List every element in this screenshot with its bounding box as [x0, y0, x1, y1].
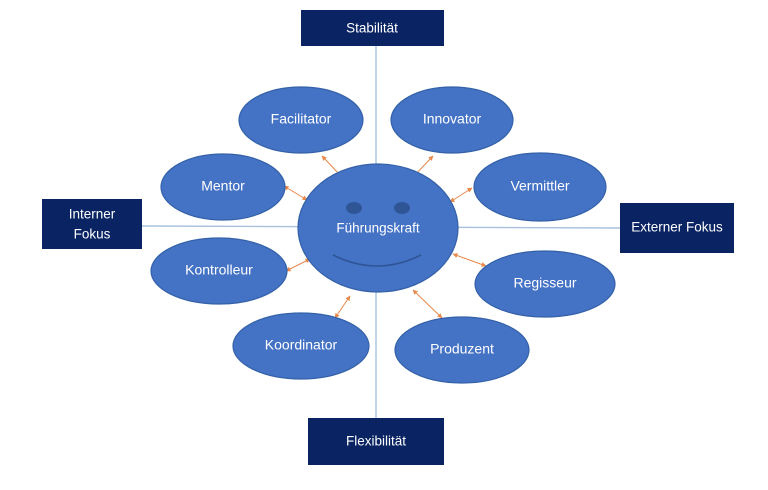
axis-left-label-line2: Fokus	[74, 227, 111, 242]
role-kontrolleur: Kontrolleur	[150, 237, 288, 305]
axis-left-label-line1: Interner	[69, 207, 116, 222]
left-eye-icon	[346, 202, 362, 214]
role-innovator: Innovator	[390, 86, 514, 154]
role-koordinator: Koordinator	[232, 312, 370, 380]
arrow-produzent	[412, 289, 443, 319]
axis-box-left: Interner Fokus	[42, 199, 142, 249]
role-vermittler-label: Vermittler	[510, 178, 569, 194]
axis-box-top: Stabilität	[301, 10, 444, 46]
center-label: Führungskraft	[336, 221, 420, 236]
axis-box-bottom: Flexibilität	[308, 418, 444, 465]
role-produzent: Produzent	[394, 316, 530, 384]
arrow-regisseur	[452, 253, 487, 267]
role-innovator-label: Innovator	[423, 111, 482, 127]
role-mentor: Mentor	[160, 153, 286, 221]
role-kontrolleur-label: Kontrolleur	[185, 262, 253, 278]
role-mentor-label: Mentor	[201, 178, 245, 194]
axis-box-right: Externer Fokus	[620, 203, 734, 253]
arrow-mentor	[283, 185, 308, 201]
axis-bottom-label: Flexibilität	[346, 434, 406, 449]
axis-top-label: Stabilität	[346, 21, 398, 36]
center-fuehrungskraft: Führungskraft	[297, 163, 459, 293]
smile-icon	[332, 254, 422, 267]
role-vermittler: Vermittler	[473, 152, 607, 222]
arrow-kontrolleur	[285, 258, 311, 272]
role-regisseur-label: Regisseur	[513, 275, 576, 291]
role-produzent-label: Produzent	[430, 341, 494, 357]
role-regisseur: Regisseur	[474, 250, 616, 318]
role-koordinator-label: Koordinator	[265, 337, 338, 353]
role-facilitator: Facilitator	[238, 86, 364, 154]
arrow-koordinator	[334, 295, 351, 319]
right-eye-icon	[394, 202, 410, 214]
axis-right-label: Externer Fokus	[631, 220, 723, 235]
role-facilitator-label: Facilitator	[271, 111, 332, 127]
arrow-vermittler	[449, 187, 473, 203]
